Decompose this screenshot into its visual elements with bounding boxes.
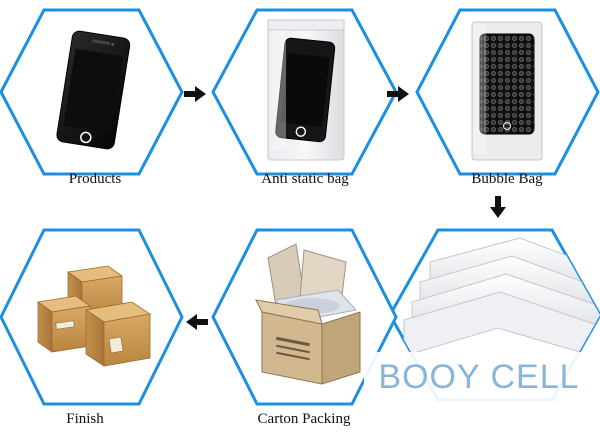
- stacked-cardboard-boxes-icon: [36, 265, 152, 367]
- phone-in-bubble-bag-icon: [471, 21, 543, 161]
- arrow-right-icon: [387, 86, 409, 102]
- arrow-right-icon: [184, 86, 206, 102]
- step-bubble-bag: Bubble Bag: [415, 8, 600, 187]
- black-phone-lcd-icon: [56, 30, 131, 150]
- arrow-left-icon: [186, 314, 208, 330]
- arrow-down-icon: [490, 196, 506, 218]
- step-label-products: Products: [69, 171, 122, 187]
- foam-sheets-icon: [403, 237, 600, 359]
- brand-watermark: BOOY CELL: [364, 352, 594, 402]
- step-label-carton-packing: Carton Packing: [258, 411, 351, 427]
- step-products: Products: [0, 8, 184, 187]
- open-carton-box-icon: [255, 243, 361, 385]
- step-anti-static-bag: Anti static bag: [211, 8, 398, 187]
- step-finish: Finish: [0, 228, 184, 427]
- step-label-finish: Finish: [66, 411, 104, 427]
- step-label-bubble-bag: Bubble Bag: [471, 171, 543, 187]
- step-label-anti-static-bag: Anti static bag: [261, 171, 349, 187]
- step-carton-packing: Carton Packing: [211, 228, 398, 427]
- phone-in-anti-static-bag-icon: [267, 19, 345, 161]
